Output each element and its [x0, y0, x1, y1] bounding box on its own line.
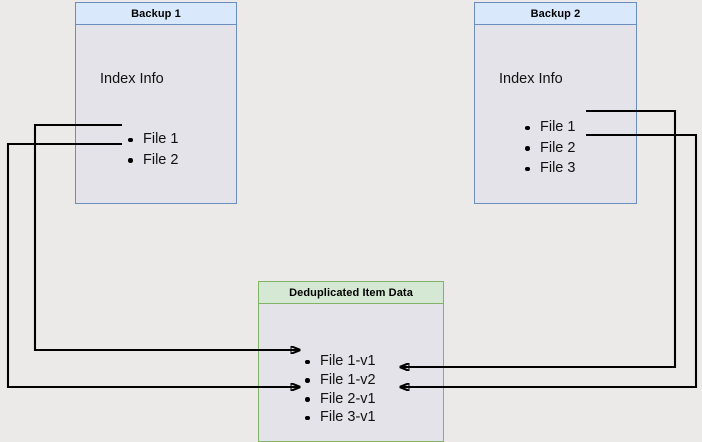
node-deduplicated-item-data-title: Deduplicated Item Data — [259, 282, 443, 304]
edge-backup2-file2-to-file2v1 — [400, 133, 698, 387]
backup-2-file-item: File 1 — [523, 117, 575, 138]
backup-2-file-list: File 1 File 2 File 3 — [523, 117, 575, 179]
backup-1-file-item: File 1 — [126, 129, 178, 150]
node-deduplicated-item-data-body: File 1-v1 File 1-v2 File 2-v1 File 3-v1 — [259, 304, 443, 441]
node-backup-2-title: Backup 2 — [475, 3, 636, 25]
deduplicated-item: File 1-v2 — [303, 371, 376, 390]
edge-backup1-file1-to-file1v1 — [33, 123, 300, 350]
deduplicated-item: File 1-v1 — [303, 352, 376, 371]
node-backup-2-body: Index Info File 1 File 2 File 3 — [475, 25, 636, 203]
deduplicated-item: File 3-v1 — [303, 408, 376, 427]
backup-2-file-item: File 3 — [523, 158, 575, 179]
backup-2-index-info-label: Index Info — [499, 71, 563, 87]
node-backup-2[interactable]: Backup 2 Index Info File 1 File 2 File 3 — [474, 2, 637, 204]
node-backup-1-title: Backup 1 — [76, 3, 236, 25]
deduplicated-item: File 2-v1 — [303, 390, 376, 409]
edge-backup1-file2-to-file2v1 — [6, 142, 300, 387]
node-backup-1[interactable]: Backup 1 Index Info File 1 File 2 — [75, 2, 237, 204]
deduplicated-item-list: File 1-v1 File 1-v2 File 2-v1 File 3-v1 — [303, 352, 376, 427]
node-backup-1-body: Index Info File 1 File 2 — [76, 25, 236, 203]
backup-1-file-list: File 1 File 2 — [126, 129, 178, 170]
backup-1-index-info-label: Index Info — [100, 71, 164, 87]
node-deduplicated-item-data[interactable]: Deduplicated Item Data File 1-v1 File 1-… — [258, 281, 444, 442]
backup-2-file-item: File 2 — [523, 138, 575, 159]
backup-1-file-item: File 2 — [126, 150, 178, 171]
edge-backup2-file1-to-file1v2 — [400, 109, 677, 367]
